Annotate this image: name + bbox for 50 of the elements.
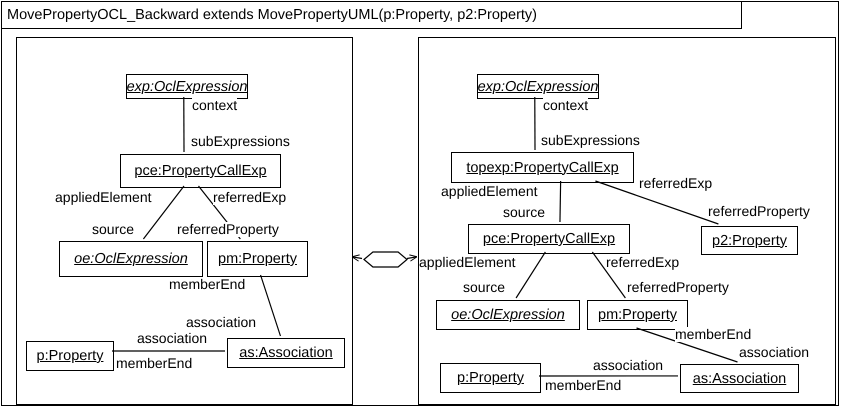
- object-box: pm:Property: [587, 300, 688, 330]
- association-line: [183, 97, 185, 152]
- role-name: subExpressions: [191, 134, 290, 149]
- pane-frame: [16, 37, 353, 405]
- object-box: pce:PropertyCallExp: [120, 154, 281, 188]
- arrow: [352, 254, 362, 262]
- role-name: referredExp: [639, 176, 712, 191]
- role-name: memberEnd: [545, 378, 622, 393]
- association-line: [539, 375, 678, 377]
- association-line: [595, 180, 719, 225]
- role-name: association: [186, 315, 256, 330]
- role-name: context: [543, 98, 588, 113]
- object-box: pce:PropertyCallExp: [468, 224, 630, 254]
- role-name: referredExp: [606, 255, 680, 270]
- object-box: as:Association: [680, 364, 799, 393]
- role-name: appliedElement: [441, 184, 538, 199]
- association-line: [142, 186, 184, 240]
- role-name: referredProperty: [708, 204, 810, 219]
- hexagon-symbol: [363, 251, 408, 268]
- association-line: [516, 252, 546, 298]
- node-label: MovePropertyOCL_Backward extends MovePropertyUML(p:Property, p2:Property): [7, 7, 538, 23]
- association-line: [260, 274, 282, 336]
- object-box: p:Property: [26, 341, 114, 371]
- role-name: memberEnd: [116, 356, 192, 371]
- role-name: subExpressions: [541, 133, 640, 148]
- object-box: topexp:PropertyCallExp: [451, 152, 634, 183]
- role-name: association: [593, 358, 664, 373]
- association-line: [559, 180, 562, 222]
- object-box: p:Property: [440, 363, 541, 393]
- role-name: appliedElement: [419, 255, 516, 270]
- object-box: oe:OclExpression: [59, 241, 203, 277]
- association-line: [534, 97, 536, 150]
- role-name: appliedElement: [55, 190, 152, 205]
- pane-frame: [418, 37, 836, 405]
- association-line: [636, 327, 738, 363]
- object-box: p2:Property: [701, 226, 798, 255]
- role-name: referredProperty: [627, 280, 729, 295]
- object-box: as:Association: [227, 338, 345, 368]
- role-name: referredExp: [213, 190, 286, 205]
- object-box: pm:Property: [207, 241, 308, 277]
- association-line: [592, 252, 626, 298]
- object-box: oe:OclExpression: [436, 300, 580, 330]
- role-name: memberEnd: [675, 327, 752, 342]
- arrow: [406, 254, 418, 262]
- role-name: referredProperty: [177, 222, 279, 237]
- association-line: [112, 350, 225, 352]
- role-name: association: [137, 331, 208, 346]
- role-name: context: [192, 98, 238, 113]
- role-name: association: [739, 345, 810, 360]
- role-name: memberEnd: [169, 277, 246, 292]
